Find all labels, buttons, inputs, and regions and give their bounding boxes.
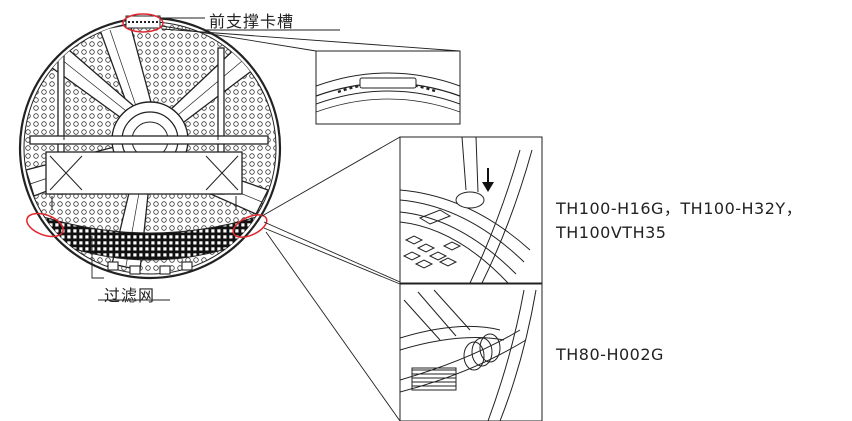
filter-label: 过滤网: [104, 286, 156, 305]
drum-front-view: [18, 15, 282, 280]
leader-lines: [91, 17, 461, 421]
model-line-2: TH100VTH35: [556, 223, 667, 242]
highlight-marks: [26, 13, 268, 238]
inset-front-slot: [315, 50, 461, 125]
highlight-top-slot: [122, 13, 164, 33]
model-group-2: TH80-H002G: [556, 345, 664, 364]
inset-side-slot-b: [399, 283, 543, 421]
highlight-right-slot: [232, 214, 268, 238]
model-group-1: TH100-H16G，TH100-H32Y， TH100VTH35: [556, 197, 802, 245]
highlight-left-slot: [26, 212, 64, 238]
model-line-1: TH100-H16G，TH100-H32Y，: [556, 199, 803, 218]
front-support-slot-label: 前支撑卡槽: [209, 12, 295, 31]
inset-side-slot-a: [399, 136, 543, 284]
